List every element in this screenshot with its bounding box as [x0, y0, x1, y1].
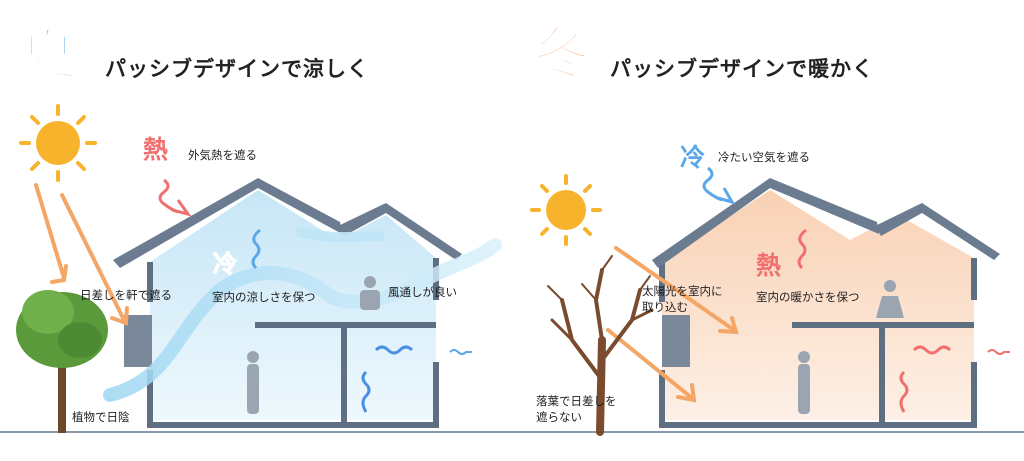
winter-title: パッシブデザインで暖かく [610, 57, 874, 81]
person-sitting-icon [360, 276, 380, 310]
summer-scene [0, 104, 512, 433]
summer-cool-char: 冷 [213, 250, 238, 278]
label-fallen-leaves-1: 落葉で日差しを [536, 394, 617, 408]
winter-house [659, 258, 977, 428]
label-ventilation: 風通しが良い [388, 285, 457, 299]
sunlight-arrows [606, 246, 739, 403]
bare-tree-icon [547, 255, 654, 436]
summer-eave-box [124, 315, 152, 367]
wind-flow-top [295, 227, 385, 242]
label-keep-cool: 室内の涼しさを保つ [212, 290, 316, 304]
winter-season-label: 冬 [533, 22, 591, 87]
green-tree-icon [16, 290, 108, 433]
sun-icon [19, 104, 97, 182]
heat-wave-right [912, 345, 952, 355]
person-standing-icon [798, 351, 810, 414]
summer-panel: 夏 パッシブデザインで涼しく 熱 外気熱を遮る 冷 日差しを軒で遮る 室内の涼し… [0, 22, 512, 433]
warm-interior-fill [662, 190, 974, 420]
wind-flow [103, 238, 502, 402]
summer-title: パッシブデザインで涼しく [105, 57, 369, 81]
person-meditating-icon [876, 280, 904, 318]
ground-floor-walls [147, 362, 439, 428]
winter-eave-box [662, 315, 690, 367]
winter-cold-char: 冷 [680, 143, 706, 172]
label-sunlight-in-2: 取り込む [642, 300, 688, 314]
label-block-outside-heat: 外気熱を遮る [188, 148, 257, 162]
cool-interior-fill [150, 190, 436, 420]
heat-wave-down [899, 370, 909, 413]
winter-heat-char: 熱 [756, 251, 782, 280]
wave-arrow-right [374, 345, 414, 355]
main-roof [113, 178, 342, 268]
small-roof [875, 203, 1000, 260]
wave-arrow-outside [449, 349, 472, 355]
main-roof [652, 178, 879, 268]
summer-heat-char: 熱 [143, 135, 169, 164]
summer-season-label: 夏 [19, 22, 77, 87]
cold-wave-arrowhead [717, 187, 736, 205]
ground-floor-walls [659, 362, 977, 428]
label-eaves-shade: 日差しを軒で遮る [80, 288, 172, 302]
label-keep-warm: 室内の暖かさを保つ [756, 290, 860, 304]
sunlight-arrows [34, 183, 129, 326]
person-standing-icon [247, 351, 259, 414]
heat-wave-arrowhead [171, 199, 192, 217]
heat-wave-outside [987, 349, 1010, 355]
sun-icon [530, 174, 602, 246]
label-tree-shade: 植物で日陰 [72, 410, 130, 424]
small-roof [338, 203, 462, 260]
label-sunlight-in-1: 太陽光を室内に [642, 284, 723, 298]
wave-arrow-down [361, 370, 371, 413]
winter-scene [512, 166, 1024, 436]
heat-wave-arrow [158, 178, 179, 214]
winter-panel: 冬 パッシブデザインで暖かく 冷 冷たい空気を遮る 熱 太陽光を室内に 取り込む… [512, 0, 1024, 461]
label-block-cold-air: 冷たい空気を遮る [718, 150, 810, 164]
heat-wave-up-arrow [797, 228, 807, 270]
cool-wave-arrow [251, 228, 261, 270]
label-fallen-leaves-2: 遮らない [536, 410, 582, 424]
cold-wave-arrow [702, 166, 723, 202]
